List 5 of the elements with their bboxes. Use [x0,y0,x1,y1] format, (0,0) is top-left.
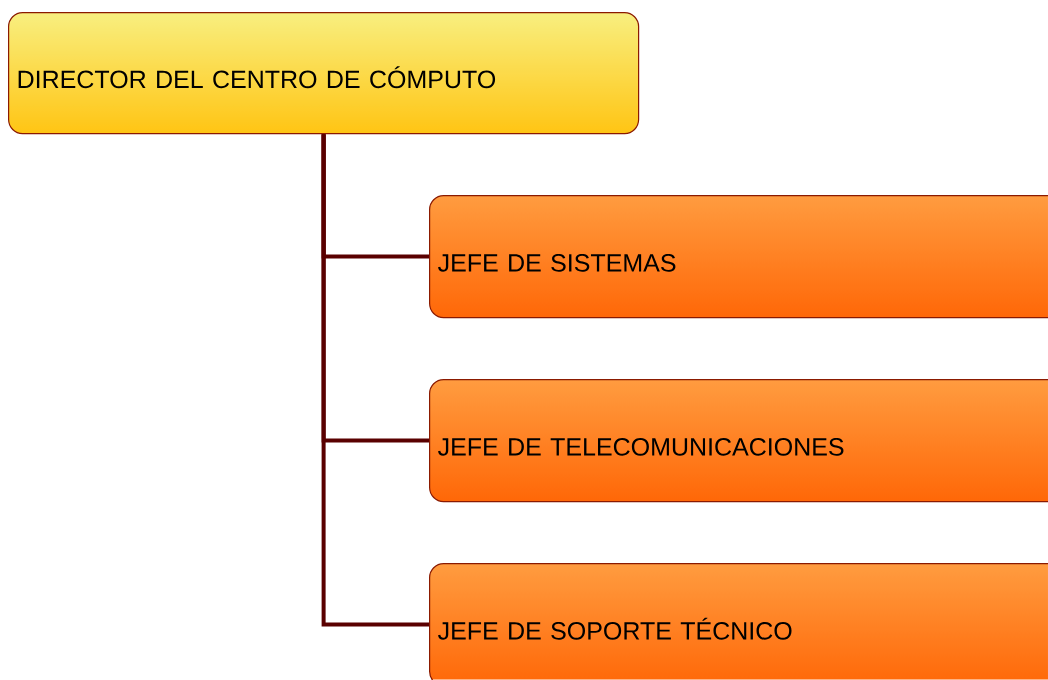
org-box: JEFE DE TELECOMUNICACIONES [429,379,1048,503]
org-box: DIRECTOR DEL CENTRO DE CÓMPUTO [8,12,640,135]
org-box: JEFE DE SOPORTE TÉCNICO [429,563,1048,680]
org-box: JEFE DE SISTEMAS [429,195,1048,319]
connector-line [321,134,429,627]
